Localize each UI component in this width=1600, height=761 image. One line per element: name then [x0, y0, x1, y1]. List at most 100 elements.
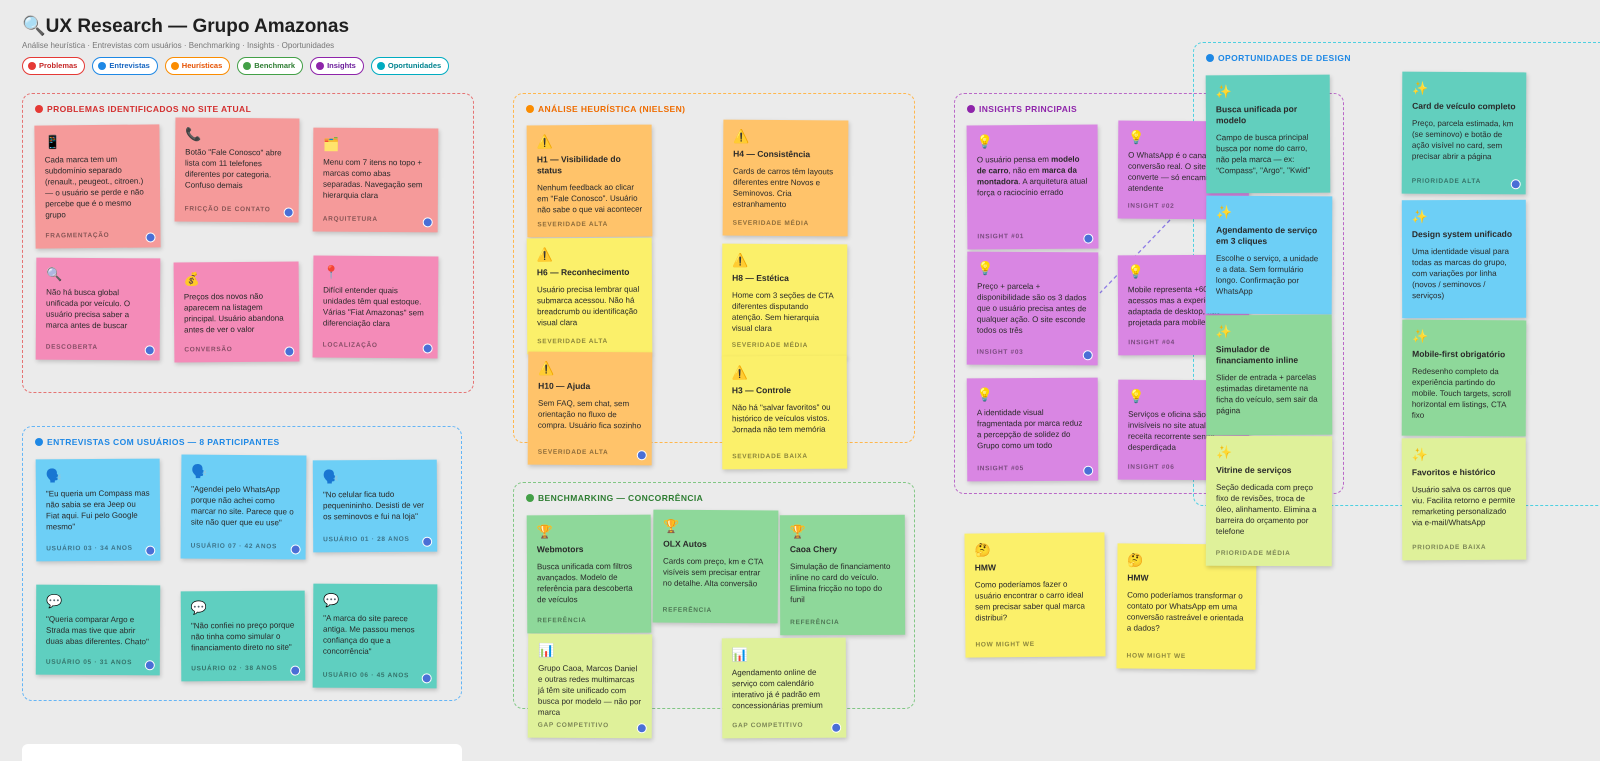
note-heading: HMW — [974, 562, 997, 573]
note-text: Simulação de financiamento inline no car… — [789, 561, 891, 605]
avatar-badge — [284, 346, 295, 357]
sticky-note-heuristica[interactable]: ⚠️ H4 — Consistência Cards de carros têm… — [722, 119, 849, 237]
note-text: Como poderíamos transformar o contato po… — [1126, 590, 1244, 633]
legend-chip-problemas[interactable]: Problemas — [22, 57, 86, 75]
note-text: Preços dos novos não aparecem na listage… — [183, 291, 284, 335]
frame-title: Benchmarking — concorrência — [526, 493, 703, 503]
note-heading: Webmotors — [536, 544, 584, 555]
note-tag: Fragmentação — [45, 231, 110, 240]
warning-icon: ⚠️ — [538, 360, 555, 376]
trophy-icon: 🏆 — [536, 524, 554, 540]
note-text: "No celular fica tudo pequenininho. Desi… — [322, 489, 424, 522]
sticky-note-entrevista[interactable]: 💬 "Não confiei no preço porque não tinha… — [180, 590, 306, 682]
sticky-note-heuristica[interactable]: ⚠️ H8 — Estética Home com 3 seções de CT… — [721, 243, 848, 359]
sticky-note-entrevista[interactable]: 💬 "Queria comparar Argo e Strada mas tiv… — [35, 584, 161, 676]
avatar-badge — [144, 345, 155, 356]
avatar-badge — [283, 207, 294, 218]
sticky-note-heuristica[interactable]: ⚠️ H3 — Controle Não há "salvar favorito… — [721, 355, 848, 470]
note-tag: How might we — [1126, 652, 1186, 660]
magnifier-icon: 🔍 — [46, 266, 63, 282]
speech-bubble-icon: 💬 — [190, 600, 208, 616]
note-tag: Prioridade alta — [1411, 177, 1482, 186]
legend-chip-entrevistas[interactable]: Entrevistas — [92, 57, 158, 75]
sticky-note-benchmark[interactable]: 📊 Agendamento online de serviço com cale… — [721, 637, 847, 739]
lightbulb-icon: 💡 — [976, 387, 994, 403]
blue-dot-icon — [35, 438, 43, 446]
speaking-head-icon: 🗣️ — [322, 469, 340, 485]
note-text: A identidade visual fragmentada por marc… — [976, 407, 1083, 451]
note-text: Não há busca global unificada por veícul… — [45, 287, 131, 331]
sticky-note-problema[interactable]: 🗂️ Menu com 7 itens no topo + marcas com… — [312, 127, 439, 233]
bottom-panel[interactable] — [22, 744, 462, 761]
note-text: "Queria comparar Argo e Strada mas tive … — [45, 614, 149, 647]
sticky-note-problema[interactable]: 📱 Cada marca tem um subdomínio separado … — [34, 124, 161, 249]
orange-dot-icon — [526, 105, 534, 113]
frame-benchmark[interactable]: Benchmarking — concorrência — [513, 482, 915, 709]
avatar-badge — [831, 722, 842, 733]
sticky-note-entrevista[interactable]: 🗣️ "No celular fica tudo pequenininho. D… — [312, 459, 438, 553]
note-heading: OLX Autos — [663, 538, 707, 549]
note-tag: Insight #06 — [1127, 463, 1175, 471]
trophy-icon: 🏆 — [663, 518, 680, 534]
sticky-note-oportunidade[interactable]: ✨ Busca unificada por modelo Campo de bu… — [1205, 74, 1331, 194]
note-text: Agendamento online de serviço com calend… — [731, 667, 823, 711]
legend-chip-benchmark[interactable]: Benchmark — [237, 57, 304, 75]
sticky-note-oportunidade[interactable]: ✨ Design system unificado Uma identidade… — [1401, 199, 1527, 319]
blue-diamond-icon — [98, 62, 107, 70]
note-tag: Referência — [537, 617, 587, 625]
sticky-note-heuristica[interactable]: ⚠️ H6 — Reconhecimento Usuário precisa l… — [526, 237, 653, 355]
sticky-note-benchmark[interactable]: 📊 Grupo Caoa, Marcos Daniel e outras red… — [527, 633, 653, 739]
sticky-note-entrevista[interactable]: 🗣️ "Eu queria um Compass mas não sabia s… — [35, 458, 161, 562]
note-text: Nenhum feedback ao clicar em "Fale Conos… — [537, 182, 643, 215]
sticky-note-problema[interactable]: 📞 Botão "Fale Conosco" abre lista com 11… — [174, 117, 300, 223]
orange-dot-icon — [170, 62, 179, 70]
sparkles-icon: ✨ — [1216, 444, 1233, 460]
sticky-note-benchmark[interactable]: 🏆 Caoa Chery Simulação de financiamento … — [779, 514, 906, 636]
sticky-note-oportunidade[interactable]: ✨ Simulador de financiamento inline Slid… — [1205, 314, 1333, 436]
sticky-note-insight[interactable]: 💡 Preço + parcela + disponibilidade são … — [966, 251, 1099, 366]
sticky-note-oportunidade[interactable]: ✨ Vitrine de serviços Seção dedicada com… — [1205, 435, 1333, 567]
avatar-badge — [422, 217, 433, 228]
sticky-note-entrevista[interactable]: 💬 "A marca do site parece antiga. Me pas… — [312, 583, 438, 689]
legend-chip-insights[interactable]: Insights — [310, 57, 364, 75]
sticky-note-insight[interactable]: 💡 O usuário pensa em modelo de carro, nã… — [966, 124, 1099, 250]
sticky-note-problema[interactable]: 📍 Difícil entender quais unidades têm qu… — [312, 255, 439, 359]
sparkles-icon: ✨ — [1215, 84, 1233, 100]
note-text: Seção dedicada com preço fixo de revisõe… — [1215, 482, 1317, 536]
note-text: Home com 3 seções de CTA diferentes disp… — [731, 290, 834, 333]
sticky-note-heuristica[interactable]: ⚠️ H10 — Ajuda Sem FAQ, sem chat, sem or… — [527, 351, 653, 466]
frame-title: Insights principais — [967, 104, 1077, 114]
legend-chip-oportunidades[interactable]: Oportunidades — [370, 57, 450, 75]
sticky-note-problema[interactable]: 💰 Preços dos novos não aparecem na lista… — [173, 261, 300, 363]
frame-problemas[interactable]: Problemas identificados no site atual — [22, 93, 474, 393]
sticky-note-heuristica[interactable]: ⚠️ H1 — Visibilidade do status Nenhum fe… — [526, 124, 653, 238]
frame-heuristica[interactable]: Análise heurística (Nielsen) — [513, 93, 915, 443]
lightbulb-icon: 💡 — [977, 260, 994, 276]
note-text: Sem FAQ, sem chat, sem orientação no flu… — [537, 398, 642, 431]
note-tag: Localização — [322, 341, 378, 350]
sparkles-icon: ✨ — [1215, 324, 1232, 340]
frame-entrevistas[interactable]: Entrevistas com usuários — 8 participant… — [22, 426, 462, 701]
note-heading: H3 — Controle — [731, 384, 791, 396]
sparkles-icon: ✨ — [1412, 80, 1429, 96]
sticky-note-entrevista[interactable]: 🗣️ "Agendei pelo WhatsApp porque não ach… — [180, 454, 307, 560]
sticky-note-oportunidade[interactable]: ✨ Favoritos e histórico Usuário salva os… — [1401, 437, 1527, 561]
note-tag: Severidade média — [731, 341, 809, 350]
sticky-note-insight[interactable]: 💡 A identidade visual fragmentada por ma… — [966, 377, 1099, 482]
frame-insights[interactable]: Insights principais — [954, 93, 1344, 494]
legend-chip-heuristicas[interactable]: Heurísticas — [164, 57, 231, 75]
sticky-note-oportunidade[interactable]: ✨ Card de veículo completo Preço, parcel… — [1401, 71, 1527, 195]
note-tag: Severidade alta — [537, 337, 608, 346]
frame-title: Problemas identificados no site atual — [35, 104, 251, 114]
sticky-note-problema[interactable]: 🔍 Não há busca global unificada por veíc… — [35, 257, 161, 361]
sticky-note-benchmark[interactable]: 🏆 Webmotors Busca unificada com filtros … — [526, 514, 652, 634]
note-text: Uma identidade visual para todas as marc… — [1411, 246, 1509, 301]
sticky-note-hmw[interactable]: 🤔 HMW Como poderíamos fazer o usuário en… — [964, 532, 1106, 658]
sticky-note-oportunidade[interactable]: ✨ Agendamento de serviço em 3 cliques Es… — [1205, 195, 1333, 315]
note-tag: Usuário 07 · 42 anos — [190, 542, 278, 551]
sticky-note-oportunidade[interactable]: ✨ Mobile-first obrigatório Redesenho com… — [1401, 319, 1527, 437]
avatar-badge — [1510, 179, 1521, 190]
sticky-note-benchmark[interactable]: 🏆 OLX Autos Cards com preço, km e CTA vi… — [652, 509, 779, 624]
note-text: Escolhe o serviço, a unidade e a data. S… — [1215, 253, 1319, 296]
note-tag: Insight #05 — [977, 465, 1024, 473]
